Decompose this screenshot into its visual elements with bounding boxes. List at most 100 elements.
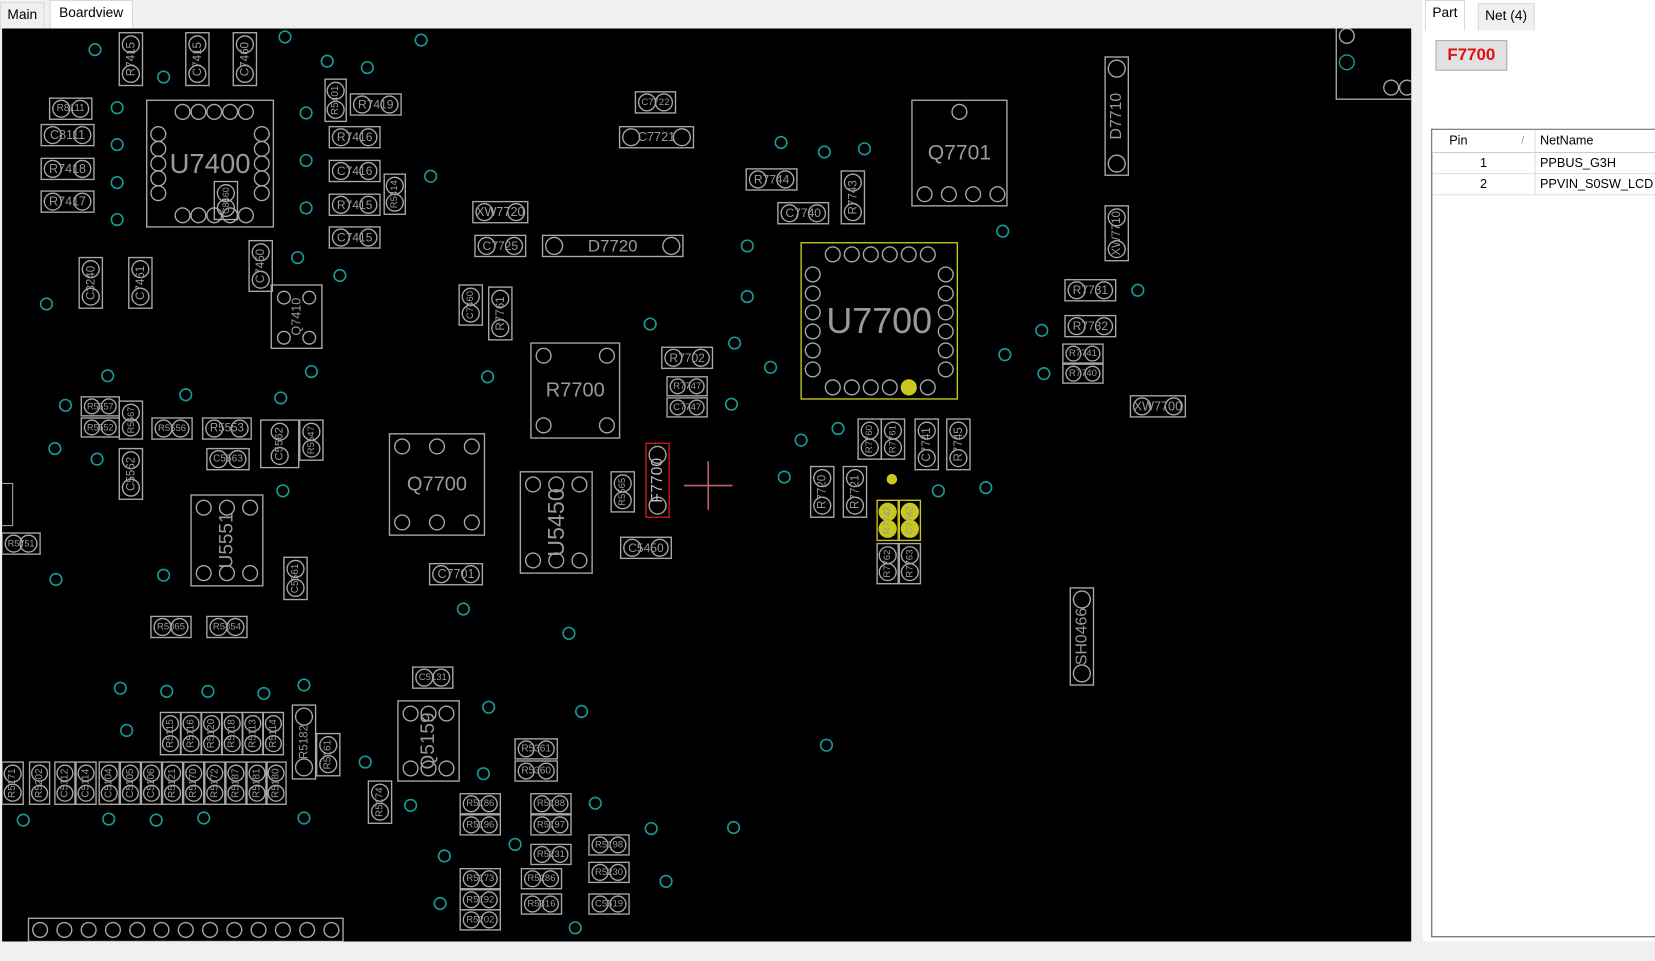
component-c8460[interactable]: C8460 [213, 180, 239, 221]
component-r5171[interactable]: R5171 [2, 761, 24, 805]
component-c5450[interactable]: C5450 [619, 536, 672, 560]
component-r7744[interactable]: R7744 [745, 168, 798, 191]
tab-boardview[interactable]: Boardview [49, 0, 133, 31]
component-c5105[interactable]: C5105 [119, 761, 142, 805]
component-r5186[interactable]: R5186 [459, 793, 501, 815]
component-r7731[interactable]: R7731 [1064, 279, 1117, 302]
component-c5563[interactable]: C5563 [206, 447, 250, 471]
component-r7747[interactable]: R7747 [666, 376, 708, 397]
component-r5181[interactable]: R5181 [246, 761, 268, 805]
component-r7419[interactable]: R7419 [349, 93, 402, 116]
component-r5202[interactable]: R5202 [28, 761, 51, 805]
component-sh0466[interactable]: SH0466 [1069, 587, 1095, 686]
component-u7700[interactable]: U7700 [800, 242, 959, 400]
component-c7747[interactable]: C7747 [666, 397, 708, 418]
component-r7721[interactable]: R7721 [842, 465, 868, 518]
component-r5120[interactable]: R5120 [200, 711, 223, 756]
component-r5231[interactable]: R5231 [530, 843, 572, 866]
component-c7721[interactable]: C7721 [618, 125, 695, 149]
component-r5114[interactable]: R5114 [262, 711, 285, 756]
component-r5751[interactable]: R5751 [2, 532, 41, 555]
component-c7701[interactable]: C7701 [428, 562, 484, 586]
component-c7415[interactable]: C7415 [328, 226, 381, 249]
component-xw7710[interactable]: XW7710 [1104, 205, 1130, 262]
component-r7418[interactable]: R7418 [40, 157, 95, 181]
component-r5316[interactable]: R5316 [520, 893, 563, 915]
component-c7415[interactable]: C7415 [185, 32, 210, 87]
component-r5116[interactable]: R5116 [180, 711, 202, 756]
component-r5361[interactable]: R5361 [514, 738, 558, 760]
component-r5192[interactable]: R5192 [459, 889, 501, 911]
component-c5106[interactable]: C5106 [140, 761, 163, 805]
component-c5561[interactable]: C5561 [283, 556, 308, 601]
component-r5172[interactable]: R5172 [204, 761, 226, 805]
component-r7760[interactable]: R7760 [857, 418, 883, 460]
tab-part[interactable]: Part [1424, 0, 1465, 31]
component-c7722[interactable]: C7722 [634, 91, 677, 114]
component-r5115[interactable]: R5115 [159, 711, 182, 756]
table-row[interactable]: 1 PPBUS_G3H [1432, 153, 1655, 175]
component-r7740[interactable]: R7740 [1062, 363, 1104, 384]
component-r7761[interactable]: R7761 [488, 286, 513, 341]
component-r5552[interactable]: R5552 [80, 417, 120, 438]
component-partial[interactable] [1335, 28, 1412, 100]
component-r5187[interactable]: R5187 [225, 761, 247, 805]
component-r5414[interactable]: R5414 [383, 173, 406, 215]
component-f7700[interactable]: F7700 [645, 442, 670, 518]
component-r5197[interactable]: R5197 [530, 814, 572, 836]
component-r5547[interactable]: R5547 [299, 419, 324, 461]
component-r7743[interactable]: R7743 [840, 170, 866, 225]
component-r7700[interactable]: R7700 [530, 342, 621, 439]
board-drawing[interactable]: R8111C8111R7418R7417R7419R7416C7416R7415… [2, 28, 1412, 942]
component-xw7720[interactable]: XW7720 [472, 200, 529, 224]
component-r5182[interactable]: R5182 [291, 704, 317, 780]
component-r7742[interactable]: R7742 [876, 499, 899, 542]
component-r5865[interactable]: R5865 [150, 615, 192, 639]
component-r7720[interactable]: R7720 [809, 465, 835, 518]
component-r5401[interactable]: R5401 [324, 78, 347, 123]
component-c7742[interactable]: C7742 [898, 499, 922, 542]
component-r5161[interactable]: R5161 [315, 732, 341, 777]
component-c5519[interactable]: C5519 [588, 893, 630, 915]
component-c7461[interactable]: C7461 [128, 256, 153, 309]
component-r7415[interactable]: R7415 [328, 193, 381, 217]
connector-strip[interactable] [27, 917, 344, 942]
component-c7450[interactable]: C7450 [248, 239, 274, 293]
component-q7701[interactable]: Q7701 [911, 99, 1008, 207]
component-u5450[interactable]: U5450 [519, 471, 593, 574]
component-r7741[interactable]: R7741 [1062, 343, 1104, 364]
component-r5173[interactable]: R5173 [459, 867, 501, 890]
component-c7725[interactable]: C7725 [474, 234, 527, 258]
component-q5159[interactable]: Q5159 [397, 700, 460, 782]
column-header-pin[interactable]: Pin/ [1432, 129, 1536, 152]
component-q7410[interactable]: Q7410 [270, 284, 323, 350]
component-r7702[interactable]: R7702 [661, 346, 714, 370]
component-d7720[interactable]: D7720 [541, 234, 684, 258]
component-r5170[interactable]: R5170 [182, 761, 205, 805]
component-c5104[interactable]: C5104 [98, 761, 120, 805]
component-r7762[interactable]: R7762 [876, 542, 899, 585]
component-r5196[interactable]: R5196 [459, 814, 501, 836]
component-c7416[interactable]: C7416 [328, 159, 381, 183]
table-row[interactable]: 2 PPVIN_S0SW_LCD [1432, 174, 1655, 196]
component-r7417[interactable]: R7417 [40, 190, 95, 213]
component-r5556[interactable]: R5556 [151, 417, 193, 440]
component-c5112[interactable]: C5112 [54, 761, 76, 805]
column-header-netname[interactable]: NetName [1539, 132, 1594, 148]
component-xw7700[interactable]: XW7700 [1129, 395, 1187, 418]
component-c5131[interactable]: C5131 [412, 666, 454, 689]
component-d7710[interactable]: D7710 [1104, 56, 1130, 176]
component-r7761[interactable]: R7761 [880, 418, 906, 460]
component-q7700[interactable]: Q7700 [388, 433, 486, 536]
component-r5121[interactable]: R5121 [161, 761, 184, 805]
component-c7740[interactable]: C7740 [777, 201, 830, 225]
component-c5562[interactable]: C5562 [260, 419, 300, 469]
component-r5854[interactable]: R5854 [206, 615, 248, 639]
component-r7732[interactable]: R7732 [1064, 314, 1117, 338]
component-r5198[interactable]: R5198 [588, 834, 630, 856]
component-r5118[interactable]: R5118 [221, 711, 243, 756]
component-r5557[interactable]: R5557 [80, 396, 120, 417]
component-u5551[interactable]: U5551 [190, 494, 264, 587]
tab-net[interactable]: Net (4) [1477, 3, 1535, 31]
